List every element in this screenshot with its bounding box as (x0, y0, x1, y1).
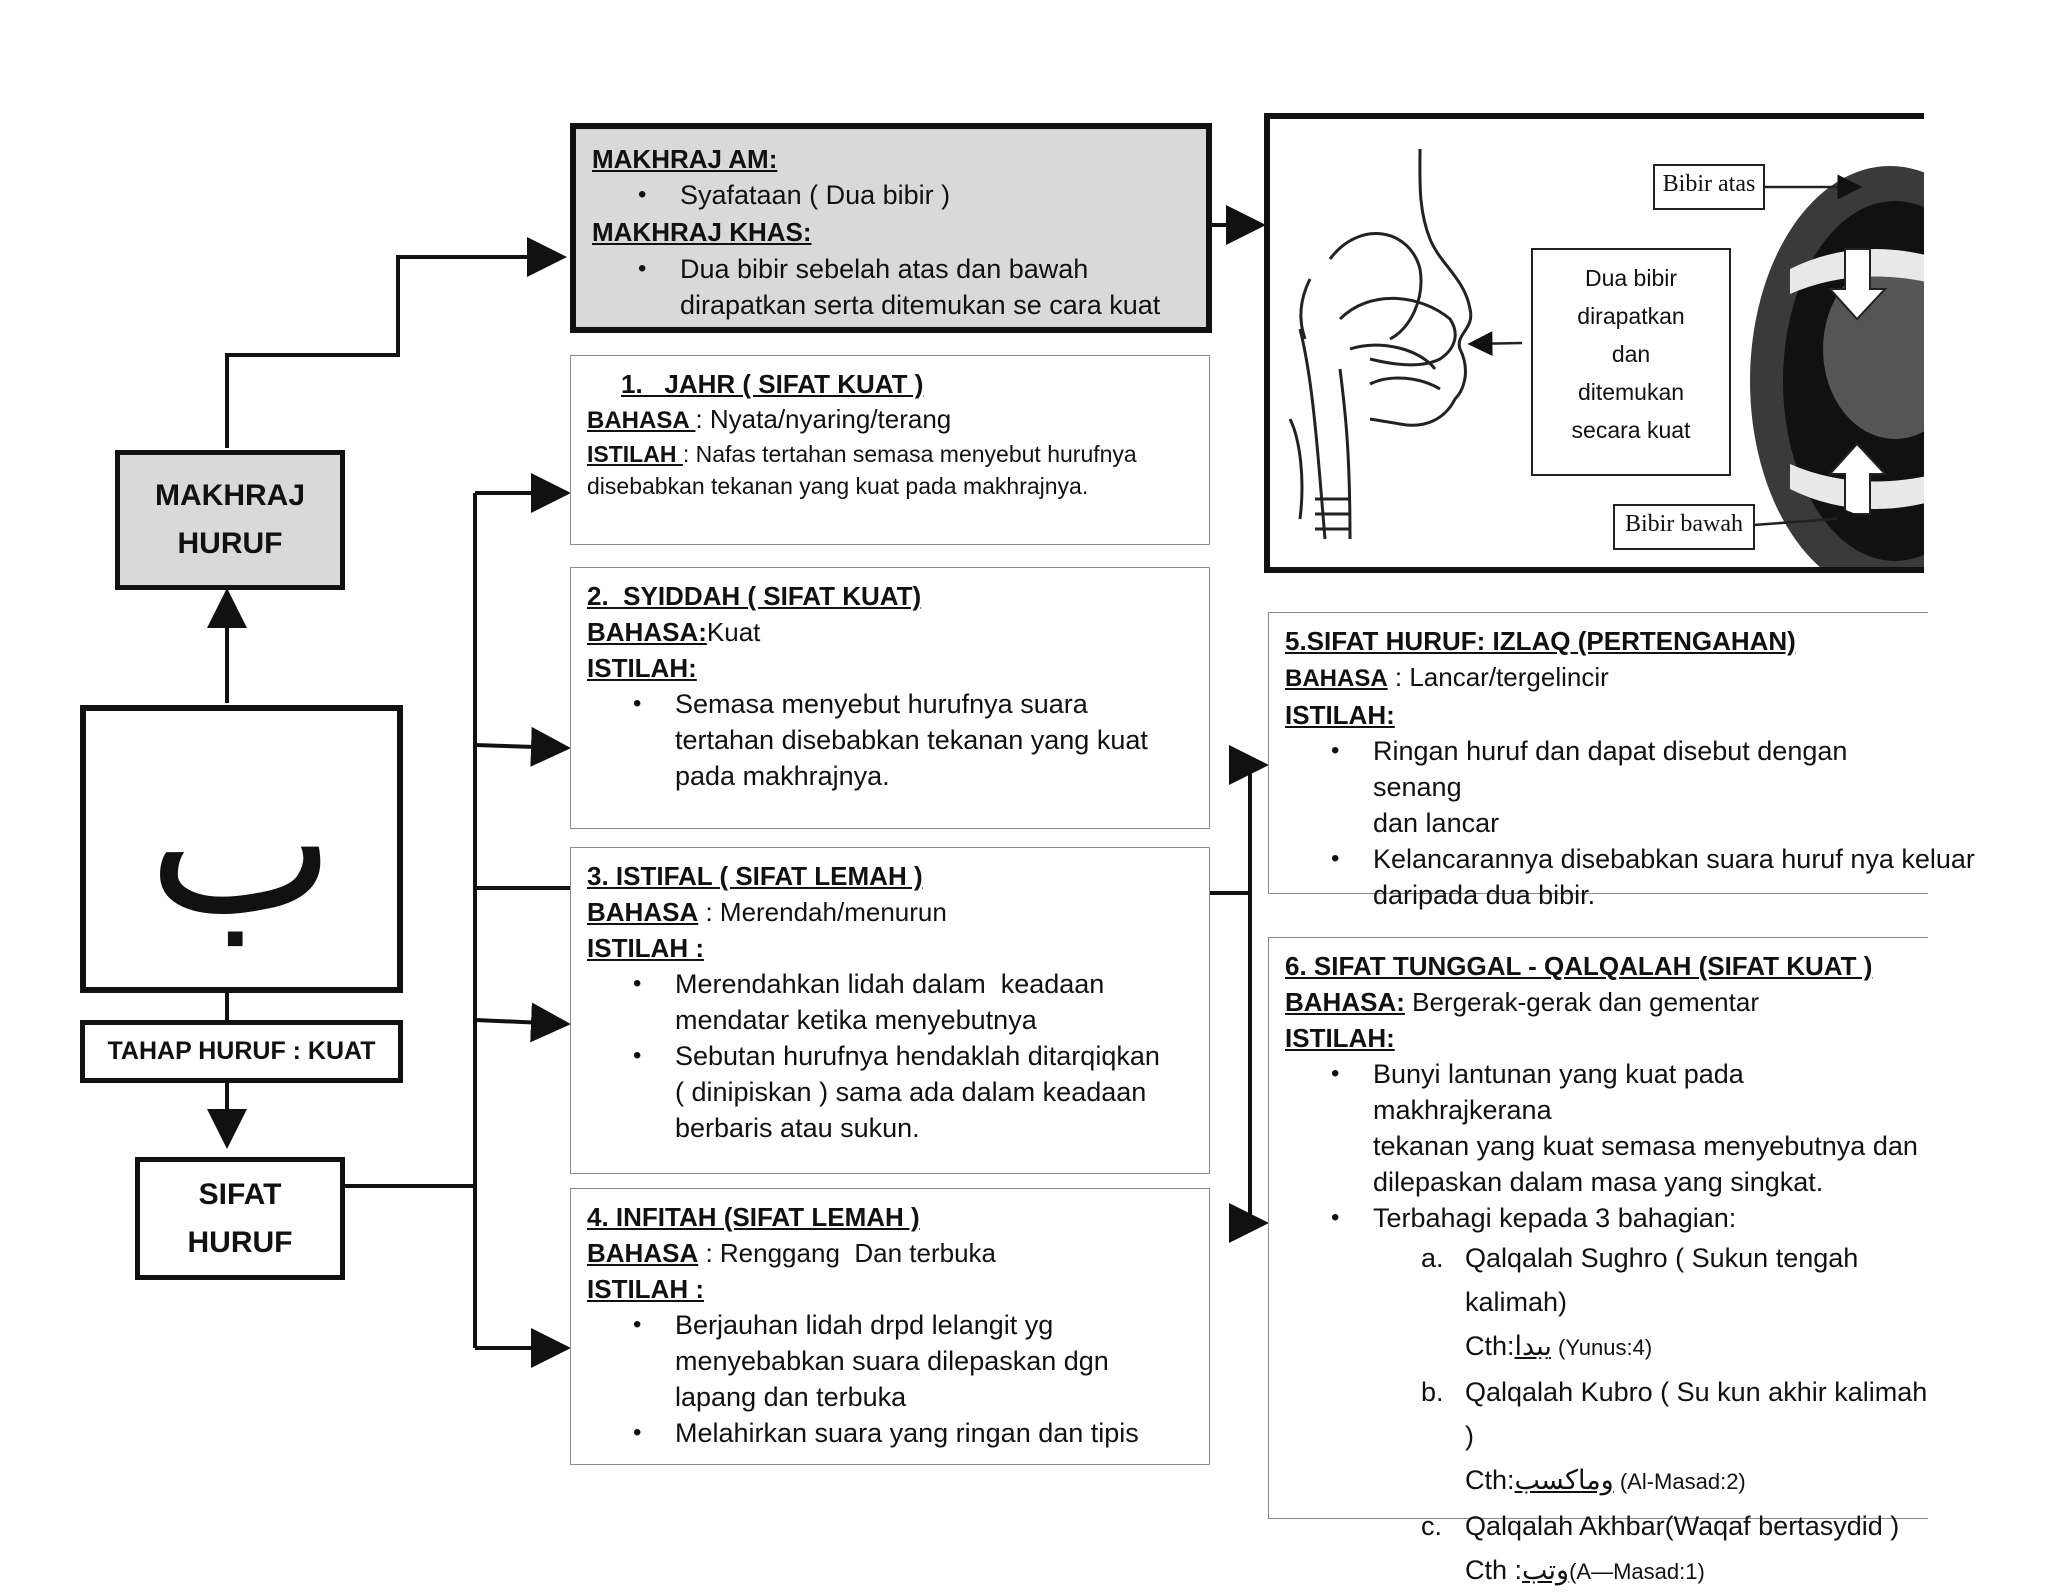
mouth-figure: Bibir atas Bibir bawah Dua bibir dirapat… (1264, 113, 1924, 573)
sifat-istifal-bahasa: : Merendah/menurun (698, 897, 947, 927)
sifat-izlaq-bahasa: : Lancar/tergelincir (1387, 662, 1609, 692)
sifat-jahr-istilah: : Nafas tertahan semasa menyebut hurufny… (682, 441, 1137, 467)
makhraj-khas-item: Dua bibir sebelah atas dan bawah dirapat… (638, 251, 1206, 323)
sifat-izlaq-item-1: Ringan huruf dan dapat disebut dengan se… (1331, 733, 1928, 841)
sifat-qalqalah-item-2: Terbahagi kepada 3 bahagian: (1331, 1200, 1928, 1236)
sifat-syiddah-box: 2. SYIDDAH ( SIFAT KUAT) BAHASA:Kuat IST… (570, 567, 1210, 829)
tahap-huruf-label: TAHAP HURUF : KUAT (107, 1037, 376, 1065)
sifat-jahr-istilah-label: ISTILAH (587, 441, 683, 467)
sifat-jahr-title: 1. JAHR ( SIFAT KUAT ) (621, 369, 924, 399)
mouth-illustration (1288, 148, 1924, 567)
sifat-infitah-title: 4. INFITAH (SIFAT LEMAH ) (587, 1202, 920, 1232)
sifat-infitah-bahasa-label: BAHASA (587, 1238, 699, 1268)
sifat-huruf-line1: SIFAT (198, 1177, 282, 1211)
sifat-qalqalah-title: 6. SIFAT TUNGGAL - QALQALAH (SIFAT KUAT … (1285, 951, 1873, 981)
sifat-izlaq-bahasa-label: BAHASA (1285, 665, 1388, 692)
sifat-huruf-box: SIFAT HURUF (135, 1157, 345, 1280)
letter-ba: ب (147, 727, 336, 960)
sifat-istifal-title: 3. ISTIFAL ( SIFAT LEMAH ) (587, 861, 923, 891)
qalqalah-akhbar-example: وتب (1522, 1555, 1570, 1586)
sifat-qalqalah-box: 6. SIFAT TUNGGAL - QALQALAH (SIFAT KUAT … (1268, 937, 1928, 1586)
qalqalah-kubro: b. Qalqalah Kubro ( Su kun akhir kalimah… (1421, 1377, 1928, 1496)
makhraj-box: MAKHRAJ AM: Syafataan ( Dua bibir ) MAKH… (570, 123, 1212, 333)
arrow-to-syiddah (474, 726, 571, 767)
sifat-jahr-istilah-cont: disebabkan tekanan yang kuat pada makhra… (587, 473, 1089, 499)
sifat-istifal-box: 3. ISTIFAL ( SIFAT LEMAH ) BAHASA : Mere… (570, 847, 1210, 1174)
letter-box: ب (80, 705, 403, 993)
bibir-bawah-label: Bibir bawah (1625, 511, 1743, 537)
sifat-izlaq-title: 5.SIFAT HURUF: IZLAQ (PERTENGAHAN) (1285, 626, 1796, 656)
sifat-syiddah-item: Semasa menyebut hurufnya suara tertahan … (633, 686, 1209, 794)
sifat-syiddah-bahasa-label: BAHASA: (587, 617, 707, 647)
figure-caption: Dua bibir dirapatkan dan ditemukan secar… (1571, 265, 1691, 443)
makhraj-huruf-line1: MAKHRAJ (155, 479, 305, 512)
qalqalah-kubro-example: وماكسب (1514, 1465, 1614, 1496)
sifat-qalqalah-istilah-label: ISTILAH: (1285, 1023, 1395, 1053)
sifat-infitah-item-1: Berjauhan lidah drpd lelangit yg menyeba… (633, 1307, 1209, 1415)
sifat-infitah-box: 4. INFITAH (SIFAT LEMAH ) BAHASA : Rengg… (570, 1188, 1210, 1465)
sifat-istifal-istilah-label: ISTILAH : (587, 933, 704, 963)
sifat-infitah-istilah-label: ISTILAH : (587, 1274, 704, 1304)
sifat-jahr-bahasa-label: BAHASA (587, 407, 696, 434)
open-mouth-icon (1750, 166, 1924, 567)
head-profile-icon (1288, 148, 1473, 540)
qalqalah-sughro-example: يبدا (1514, 1331, 1552, 1362)
sifat-jahr-bahasa: : Nyata/nyaring/terang (695, 404, 952, 434)
makhraj-am-label: MAKHRAJ AM: (592, 144, 778, 174)
sifat-syiddah-bahasa: Kuat (706, 617, 761, 647)
sifat-izlaq-box: 5.SIFAT HURUF: IZLAQ (PERTENGAHAN) BAHAS… (1268, 612, 1975, 910)
sifat-huruf-line2: HURUF (187, 1225, 293, 1259)
sifat-istifal-item-1: Merendahkan lidah dalam keadaan mendatar… (633, 966, 1209, 1038)
sifat-syiddah-title: 2. SYIDDAH ( SIFAT KUAT) (587, 581, 922, 611)
sifat-izlaq-istilah-label: ISTILAH: (1285, 700, 1395, 730)
arrow-to-makhraj-box (225, 237, 567, 448)
sifat-istifal-item-2: Sebutan hurufnya hendaklah ditarqiqkan (… (633, 1038, 1209, 1146)
sifat-jahr-box: 1. JAHR ( SIFAT KUAT ) BAHASA : Nyata/ny… (570, 355, 1210, 545)
qalqalah-akhbar: c. Qalqalah Akhbar(Waqaf bertasydid ) Ct… (1421, 1511, 1900, 1586)
tahap-huruf-box: TAHAP HURUF : KUAT (80, 1020, 403, 1083)
sifat-infitah-item-2: Melahirkan suara yang ringan dan tipis (633, 1415, 1209, 1451)
sifat-qalqalah-item-1: Bunyi lantunan yang kuat pada makhrajker… (1331, 1056, 1928, 1200)
sifat-izlaq-item-2: Kelancarannya disebabkan suara huruf nya… (1331, 841, 1975, 913)
sifat-qalqalah-bahasa: Bergerak-gerak dan gementar (1404, 987, 1759, 1017)
makhraj-huruf-line2: HURUF (177, 527, 283, 560)
sifat-syiddah-istilah-label: ISTILAH: (587, 653, 697, 683)
sifat-infitah-bahasa: : Renggang Dan terbuka (698, 1238, 996, 1268)
sifat-qalqalah-bahasa-label: BAHASA: (1285, 987, 1405, 1017)
makhraj-am-item: Syafataan ( Dua bibir ) (638, 177, 1206, 213)
makhraj-huruf-box: MAKHRAJ HURUF (115, 450, 345, 590)
bibir-atas-label: Bibir atas (1662, 171, 1756, 197)
makhraj-khas-label: MAKHRAJ KHAS: (592, 217, 812, 247)
qalqalah-sughro: a. Qalqalah Sughro ( Sukun tengah kalima… (1421, 1243, 1859, 1362)
sifat-istifal-bahasa-label: BAHASA (587, 897, 699, 927)
arrow-to-istifal (474, 1002, 571, 1043)
